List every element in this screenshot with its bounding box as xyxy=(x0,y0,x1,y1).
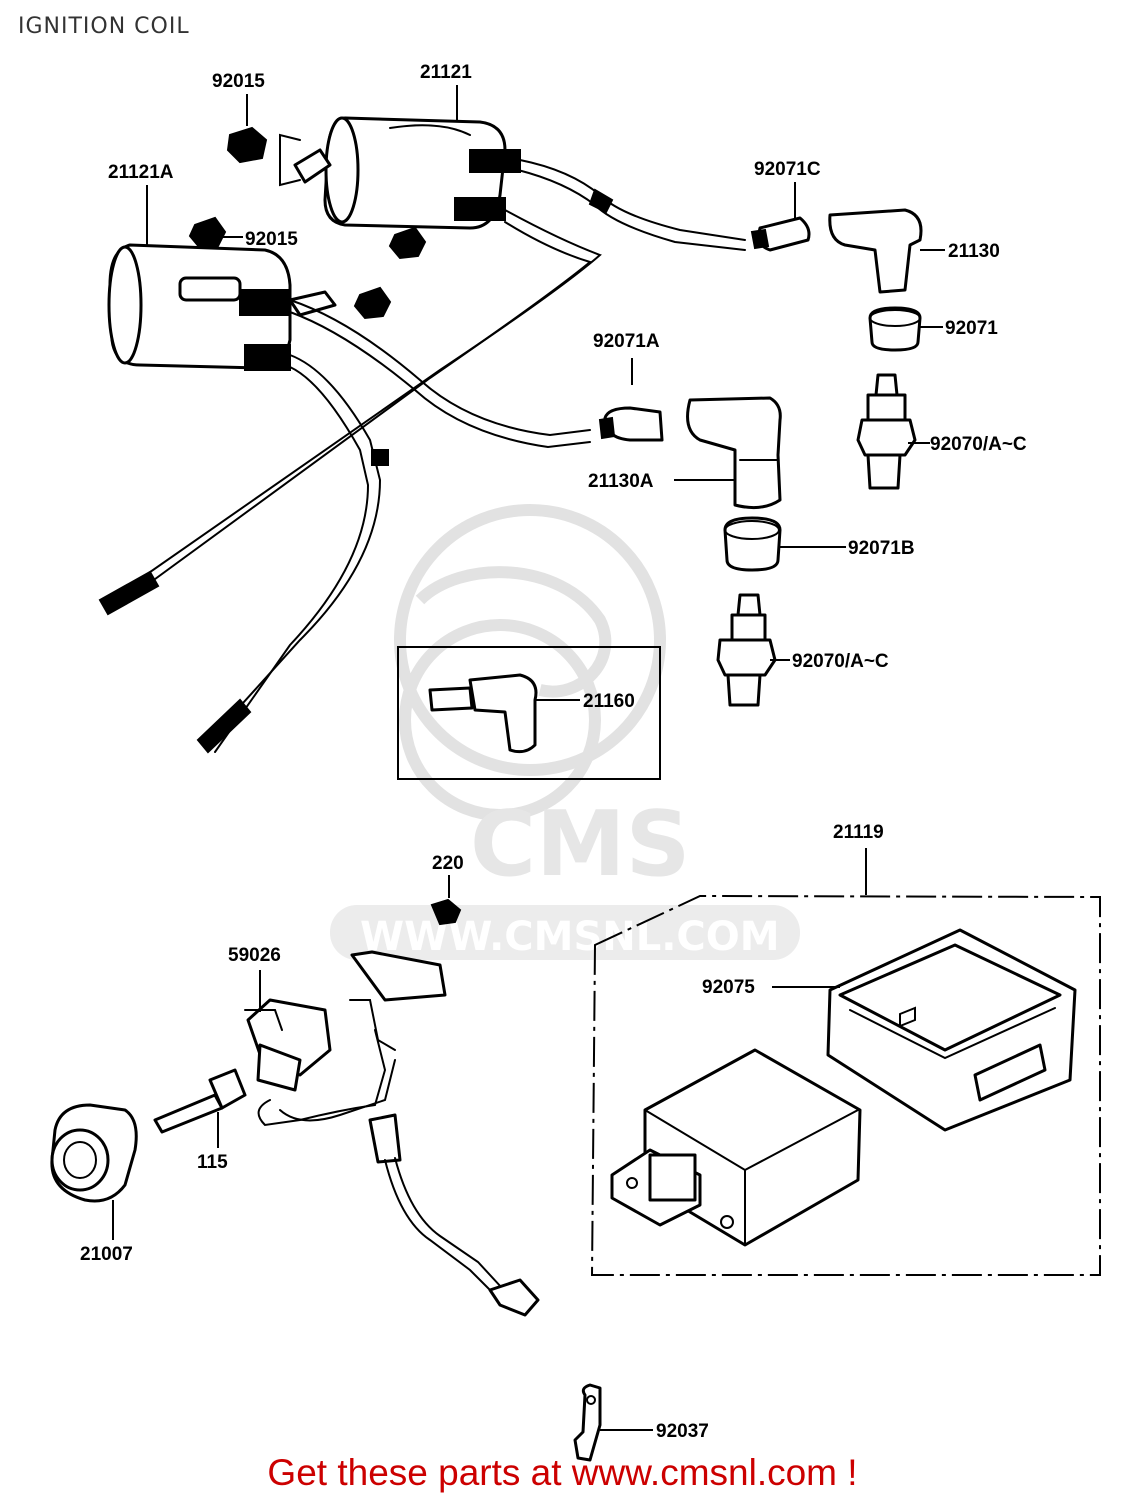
callout-92070-top: 92070/A~C xyxy=(930,434,1027,455)
callout-92015-mid: 92015 xyxy=(245,229,298,250)
callout-21160: 21160 xyxy=(583,691,635,712)
watermark-brand: CMS xyxy=(470,792,690,897)
callout-21121: 21121 xyxy=(420,62,472,83)
pickup-coil-assembly xyxy=(50,898,540,1317)
callout-21119: 21119 xyxy=(833,822,884,843)
callout-21007: 21007 xyxy=(80,1244,133,1265)
callout-59026: 59026 xyxy=(228,945,281,966)
footer-link[interactable]: Get these parts at www.cmsnl.com ! xyxy=(267,1452,858,1493)
ignition-coil-21121 xyxy=(98,116,746,616)
leader-lines xyxy=(112,85,945,1431)
callout-21130: 21130 xyxy=(948,241,1000,262)
seal-92071 xyxy=(868,306,922,352)
plug-cap-21130 xyxy=(750,208,923,294)
page-title: IGNITION COIL xyxy=(18,14,190,39)
callout-92015-top: 92015 xyxy=(212,71,265,92)
callout-92075: 92075 xyxy=(702,977,755,998)
callout-21130A: 21130A xyxy=(588,471,654,492)
callout-92071A: 92071A xyxy=(593,331,660,352)
callout-labels: 92015 21121 21121A 92015 92071C 21130 92… xyxy=(80,62,1027,1442)
spark-plug-top xyxy=(856,373,917,490)
inset-igniter-21119 xyxy=(590,894,1101,1276)
callout-92037: 92037 xyxy=(656,1421,709,1442)
callout-92071: 92071 xyxy=(945,318,998,339)
cms-watermark: CMS WWW.CMSNL.COM xyxy=(330,504,800,960)
spark-plug-bottom xyxy=(716,593,777,707)
callout-115: 115 xyxy=(197,1152,228,1173)
callout-92071C: 92071C xyxy=(754,159,821,180)
callout-220: 220 xyxy=(432,853,464,874)
callout-21121A: 21121A xyxy=(108,162,174,183)
ignition-coil-21121A xyxy=(107,216,591,754)
watermark-url: WWW.CMSNL.COM xyxy=(360,914,780,960)
plug-cap-21130A xyxy=(598,396,782,510)
inset-plug-cap-21160 xyxy=(397,646,661,780)
clamp-92037 xyxy=(573,1383,602,1462)
seal-92071B xyxy=(723,516,782,572)
callout-92070-bottom: 92070/A~C xyxy=(792,651,889,672)
callout-92071B: 92071B xyxy=(848,538,915,559)
